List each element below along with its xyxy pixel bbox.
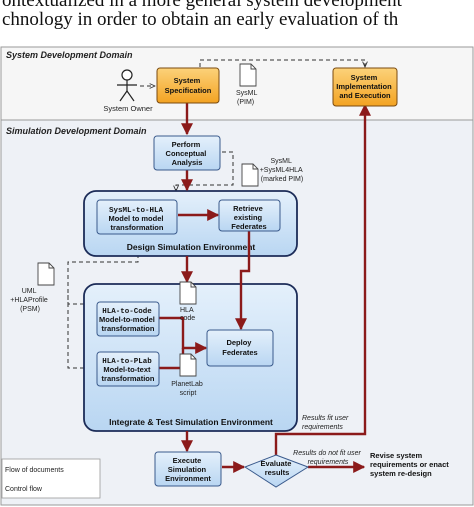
hla-to-code-box <box>96 301 160 337</box>
execute-line-3: Environment <box>165 474 211 483</box>
svg-text:Results fit user requireme: Results fit user requirements <box>302 415 350 431</box>
planetlab-line-2: script <box>180 390 197 397</box>
execute-line-1: Execute <box>173 456 202 465</box>
actor-label: System Owner <box>103 104 153 113</box>
simulation-domain-title: Simulation Development Domain <box>6 126 147 136</box>
execute-simulation-box <box>154 451 222 487</box>
deploy-line-2: Federates <box>222 348 257 357</box>
doc-flow-psm-to-hla2code <box>67 295 95 304</box>
evaluate-line-2: results <box>265 468 290 477</box>
design-group-label: Design Simulation Environment <box>127 242 256 252</box>
planetlab-script-document-icon <box>179 353 197 377</box>
deploy-line-1: Deploy <box>226 338 252 347</box>
uml-hlaprofile-document-icon <box>37 262 55 286</box>
sysml2hla-line-3: transformation <box>111 223 164 232</box>
revise-line-3: system re-design <box>370 469 432 478</box>
intro-line-1: ontextualized in a more general system d… <box>2 0 402 11</box>
integrate-group-label: Integrate & Test Simulation Environment <box>109 417 273 427</box>
flow-retrieve-to-deploy <box>235 231 251 331</box>
conceptual-line-1: Perform <box>172 140 201 149</box>
svg-text:System Implementation: System Implementation and Execution <box>336 73 394 100</box>
sysml-pim-document-icon <box>239 63 257 87</box>
svg-text:Evaluate results: Evaluate results <box>261 459 294 477</box>
deploy-federates-box <box>206 329 274 367</box>
hla-code-line-2: code <box>180 315 195 322</box>
hla-to-plab-box <box>96 351 160 387</box>
hla2plab-line-3: transformation <box>102 374 155 383</box>
psm-line-3: (PSM) <box>20 306 40 313</box>
flow-evaluate-to-impl <box>274 103 371 455</box>
system-owner-actor <box>117 69 137 102</box>
svg-text:HLA code: HLA code <box>180 307 195 322</box>
pim-doc-line-1: SysML <box>236 90 258 97</box>
retrieve-line-2: existing <box>234 213 263 222</box>
svg-text:Deploy Federates: Deploy Federates <box>222 338 257 357</box>
impl-line-1: System <box>351 73 378 82</box>
evaluate-results-diamond <box>243 454 310 488</box>
system-implementation-box <box>332 67 398 107</box>
revise-line-2: requirements or enact <box>370 460 449 469</box>
planetlab-line-1: PlanetLab <box>171 381 203 388</box>
psm-line-1: UML <box>22 288 37 295</box>
retrieve-line-3: Federates <box>231 222 266 231</box>
sysml4hla-document-icon <box>241 163 259 187</box>
sysml2hla-line-1: SysML-to-HLA <box>109 207 164 215</box>
svg-text:System Specification: System Specification <box>165 76 212 95</box>
svg-text:Execute Simulation Env: Execute Simulation Environment <box>165 456 211 483</box>
hla2code-line-2: Model-to-model <box>99 315 155 324</box>
marked-pim-line-2: +SysML4HLA <box>260 167 303 174</box>
impl-line-2: Implementation <box>336 82 392 91</box>
system-domain-title: System Development Domain <box>6 50 133 60</box>
sysml2hla-line-2: Model to model <box>108 214 163 223</box>
hla2plab-line-1: HLA-to-PLab <box>102 358 152 366</box>
evaluate-line-1: Evaluate <box>261 459 292 468</box>
conceptual-line-3: Analysis <box>172 158 203 167</box>
sysml-to-hla-box <box>96 199 178 235</box>
svg-text:HLA-to-PLab Model-to-text: HLA-to-PLab Model-to-text transformation <box>102 356 155 383</box>
svg-text:Revise system requirements: Revise system requirements or enact syst… <box>370 451 451 478</box>
revise-line-1: Revise system <box>370 451 422 460</box>
conceptual-analysis-box <box>153 135 221 171</box>
hla-code-line-1: HLA <box>180 307 194 314</box>
not-fit-line-1: Results do not fit user <box>293 450 361 457</box>
fit-line-2: requirements <box>302 424 343 431</box>
svg-text:SysML-to-HLA Model to mode: SysML-to-HLA Model to model transformati… <box>108 205 165 232</box>
doc-flow-conceptual-to-sysml2hla <box>176 151 234 191</box>
hla-code-document-icon <box>179 281 197 305</box>
hla2plab-line-2: Model-to-text <box>103 365 151 374</box>
psm-line-2: +HLAProfile <box>10 297 48 304</box>
legend-box <box>1 458 101 499</box>
svg-text:Retrieve existing Fede: Retrieve existing Federates <box>231 204 266 231</box>
system-specification-box <box>156 67 220 104</box>
svg-text:Perform Conceptual Ana: Perform Conceptual Analysis <box>166 140 209 167</box>
hla2code-line-1: HLA-to-Code <box>102 308 152 316</box>
spec-line-2: Specification <box>165 86 212 95</box>
fit-line-1: Results fit user <box>302 415 349 422</box>
intro-text: ontextualized in a more general system d… <box>0 0 474 40</box>
retrieve-federates-box <box>218 199 281 232</box>
retrieve-line-1: Retrieve <box>233 204 263 213</box>
hla2code-line-3: transformation <box>102 324 155 333</box>
doc-flow-spec-to-impl <box>199 59 365 67</box>
flow-hla2code-to-deploy <box>158 316 208 354</box>
conceptual-line-2: Conceptual <box>166 149 207 158</box>
spec-line-1: System <box>174 76 201 85</box>
marked-pim-line-1: SysML <box>270 158 292 165</box>
intro-line-2: chnology in order to obtain an early eva… <box>2 9 399 30</box>
marked-pim-line-3: (marked PIM) <box>261 176 303 183</box>
svg-text:Results do not fit user re: Results do not fit user requirements <box>293 450 363 466</box>
execute-line-2: Simulation <box>168 465 207 474</box>
pim-doc-line-2: (PIM) <box>237 99 254 106</box>
svg-text:PlanetLab script: PlanetLab script <box>171 381 204 397</box>
svg-text:UML +HLAProfile (PSM): UML +HLAProfile (PSM) <box>10 288 50 313</box>
svg-text:SysML (PIM): SysML (PIM) <box>236 90 259 106</box>
legend-control-label: Control flow <box>5 486 43 493</box>
svg-text:SysML +SysML4HLA (mark: SysML +SysML4HLA (marked PIM) <box>260 158 305 183</box>
not-fit-line-2: requirements <box>308 459 349 466</box>
legend-documents-label: Flow of documents <box>5 467 64 474</box>
svg-text:HLA-to-Code Model-to-model: HLA-to-Code Model-to-model transformatio… <box>99 306 157 333</box>
impl-line-3: and Execution <box>339 91 391 100</box>
